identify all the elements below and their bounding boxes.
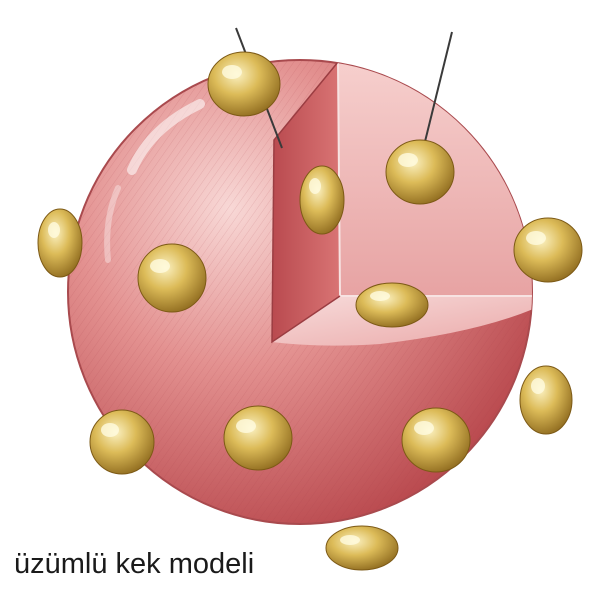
raisin-right-lower: [520, 366, 572, 434]
raisin-left-edge: [38, 209, 82, 277]
raisin-top: [208, 52, 280, 116]
raisin-right-edge: [514, 218, 582, 282]
raisin-bottom: [326, 526, 398, 570]
raisin-bottom-left: [90, 410, 154, 474]
raisin-cut-wall: [300, 166, 344, 234]
diagram-caption: üzümlü kek modeli: [14, 548, 254, 581]
raisin-cut-upper: [386, 140, 454, 204]
raisin-cut-floor: [356, 283, 428, 327]
raisin-left-inner: [138, 244, 206, 312]
raisin-bottom-right: [402, 408, 470, 472]
raisin-bottom-center: [224, 406, 292, 470]
